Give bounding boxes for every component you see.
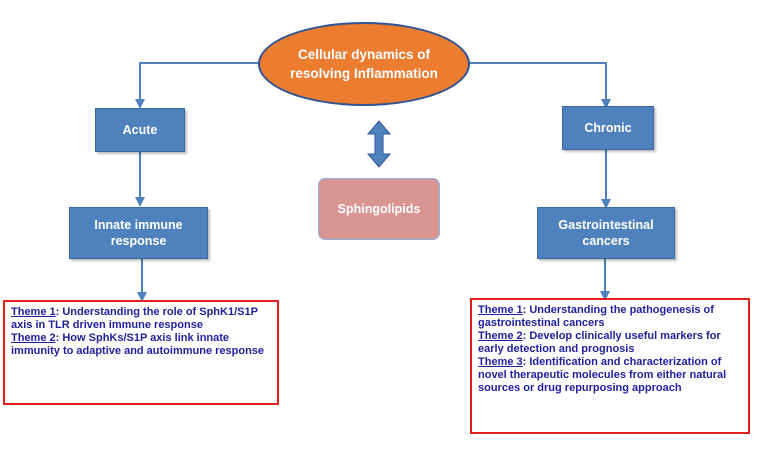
- connector-oval-to-chronic: [466, 62, 611, 109]
- acute-theme-1: Theme 1: Understanding the role of SphK1…: [11, 306, 271, 332]
- double-arrow-icon: [366, 120, 392, 168]
- chronic-theme-1-label: Theme 1: [478, 304, 523, 316]
- acute-theme-1-label: Theme 1: [11, 306, 56, 318]
- chronic-box: Chronic: [562, 106, 654, 150]
- acute-theme-2: Theme 2: How SphKs/S1P axis link innate …: [11, 332, 271, 358]
- chronic-theme-3-text: : Identification and characterization of…: [478, 356, 727, 394]
- innate-immune-box: Innate immune response: [69, 207, 208, 259]
- chronic-theme-3: Theme 3: Identification and characteriza…: [478, 356, 742, 395]
- chronic-theme-2-text: : Develop clinically useful markers for …: [478, 330, 721, 355]
- acute-themes-box: Theme 1: Understanding the role of SphK1…: [3, 300, 279, 405]
- central-topic-oval: Cellular dynamics of resolving Inflammat…: [258, 22, 470, 106]
- chronic-theme-2-label: Theme 2: [478, 330, 523, 342]
- innate-immune-label: Innate immune response: [94, 218, 183, 248]
- acute-label: Acute: [122, 123, 158, 137]
- acute-theme-2-label: Theme 2: [11, 332, 56, 344]
- central-topic-title: Cellular dynamics of resolving Inflammat…: [290, 47, 438, 81]
- chronic-theme-1-text: : Understanding the pathogenesis of gast…: [478, 304, 714, 329]
- chronic-themes-box: Theme 1: Understanding the pathogenesis …: [470, 298, 750, 434]
- acute-theme-2-text: : How SphKs/S1P axis link innate immunit…: [11, 332, 265, 357]
- gastrointestinal-label: Gastrointestinal cancers: [558, 218, 654, 248]
- chronic-theme-3-label: Theme 3: [478, 356, 523, 368]
- sphingolipids-label: Sphingolipids: [337, 202, 421, 216]
- acute-theme-1-text: : Understanding the role of SphK1/S1P ax…: [11, 306, 258, 331]
- gastrointestinal-box: Gastrointestinal cancers: [537, 207, 675, 259]
- connector-oval-to-acute: [135, 62, 262, 109]
- acute-box: Acute: [95, 108, 185, 152]
- sphingolipids-box: Sphingolipids: [318, 178, 440, 240]
- chronic-theme-1: Theme 1: Understanding the pathogenesis …: [478, 304, 742, 330]
- chronic-label: Chronic: [584, 121, 632, 135]
- chronic-theme-2: Theme 2: Develop clinically useful marke…: [478, 330, 742, 356]
